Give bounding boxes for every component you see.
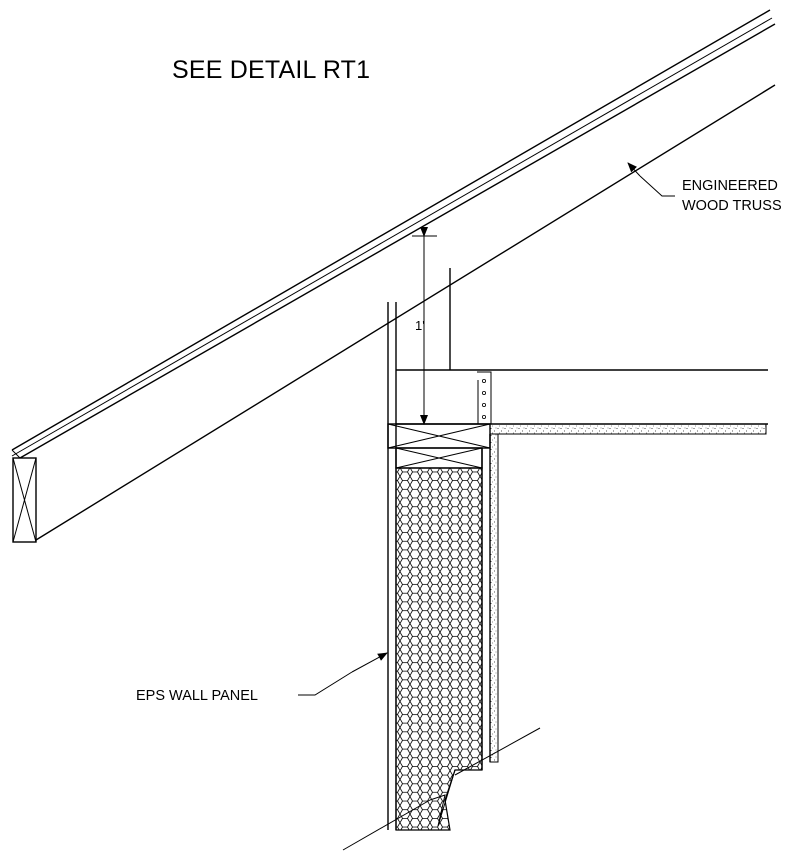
truss-callout: ENGINEERED WOOD TRUSS (682, 176, 782, 216)
eps-foam-core (395, 467, 483, 831)
fascia-block (12, 457, 37, 543)
joist-hanger (477, 371, 492, 425)
roof-truss-top-chord (11, 9, 776, 541)
detail-reference-title: SEE DETAIL RT1 (172, 56, 371, 84)
truss-callout-line2: WOOD TRUSS (682, 198, 782, 214)
eps-wall-panel-callout: EPS WALL PANEL (136, 688, 258, 704)
wall-interior-skin (481, 433, 499, 770)
dimension-1ft (412, 227, 437, 425)
top-plate-lower (395, 447, 483, 469)
break-lines (342, 727, 541, 851)
leader-eps-wall-panel (298, 652, 388, 696)
ceiling-gypsum-board (489, 423, 767, 435)
wall-exterior-skin (387, 302, 397, 830)
top-plate-upper (387, 423, 491, 449)
truss-heel-web (396, 268, 768, 425)
dimension-label: 1' (415, 318, 425, 333)
truss-callout-line1: ENGINEERED (682, 178, 778, 194)
leader-engineered-wood-truss (627, 162, 675, 197)
